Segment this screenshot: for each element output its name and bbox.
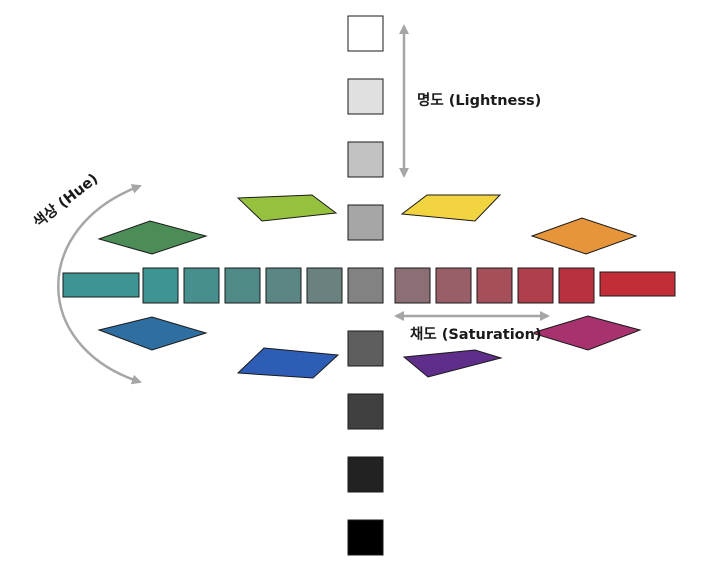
hue-swatch-cerulean [97, 316, 208, 351]
lightness-column [347, 15, 384, 556]
saturation-swatch [183, 267, 220, 304]
lightness-label: 명도 (Lightness) [417, 91, 541, 109]
hue-label: 색상 (Hue) [30, 170, 101, 231]
lightness-swatch [347, 141, 384, 178]
hue-swatch-teal [62, 272, 140, 298]
lightness-swatch [347, 393, 384, 430]
lightness-swatch [347, 330, 384, 367]
saturation-swatch [558, 267, 595, 304]
saturation-label: 채도 (Saturation) [410, 326, 542, 343]
hue-swatch-red [599, 271, 676, 297]
hue-swatch-orange [530, 217, 638, 255]
arrows [57, 24, 550, 385]
saturation-swatch [517, 267, 554, 304]
hue-swatch-blue [236, 347, 340, 379]
saturation-label-bg [404, 322, 534, 344]
lightness-swatch [347, 204, 384, 241]
saturation-swatch [265, 267, 302, 304]
hue-swatch-yellow [400, 194, 502, 222]
hue-swatch-green [97, 220, 208, 255]
saturation-swatch [142, 267, 179, 304]
hue-swatch-yellow-green [236, 194, 338, 222]
lightness-swatch [347, 15, 384, 52]
lightness-swatch [347, 456, 384, 493]
lightness-swatch [347, 267, 384, 304]
lightness-swatch [347, 78, 384, 115]
hue-arrow [57, 184, 142, 385]
saturation-swatch [394, 267, 431, 304]
hue-wheel [62, 194, 676, 379]
hue-swatch-magenta [530, 315, 642, 351]
saturation-swatch [306, 267, 343, 304]
hue-swatch-purple [402, 349, 503, 378]
lightness-swatch [347, 519, 384, 556]
saturation-swatch [476, 267, 513, 304]
saturation-swatch [435, 267, 472, 304]
saturation-swatch [224, 267, 261, 304]
saturation-row [142, 267, 595, 304]
